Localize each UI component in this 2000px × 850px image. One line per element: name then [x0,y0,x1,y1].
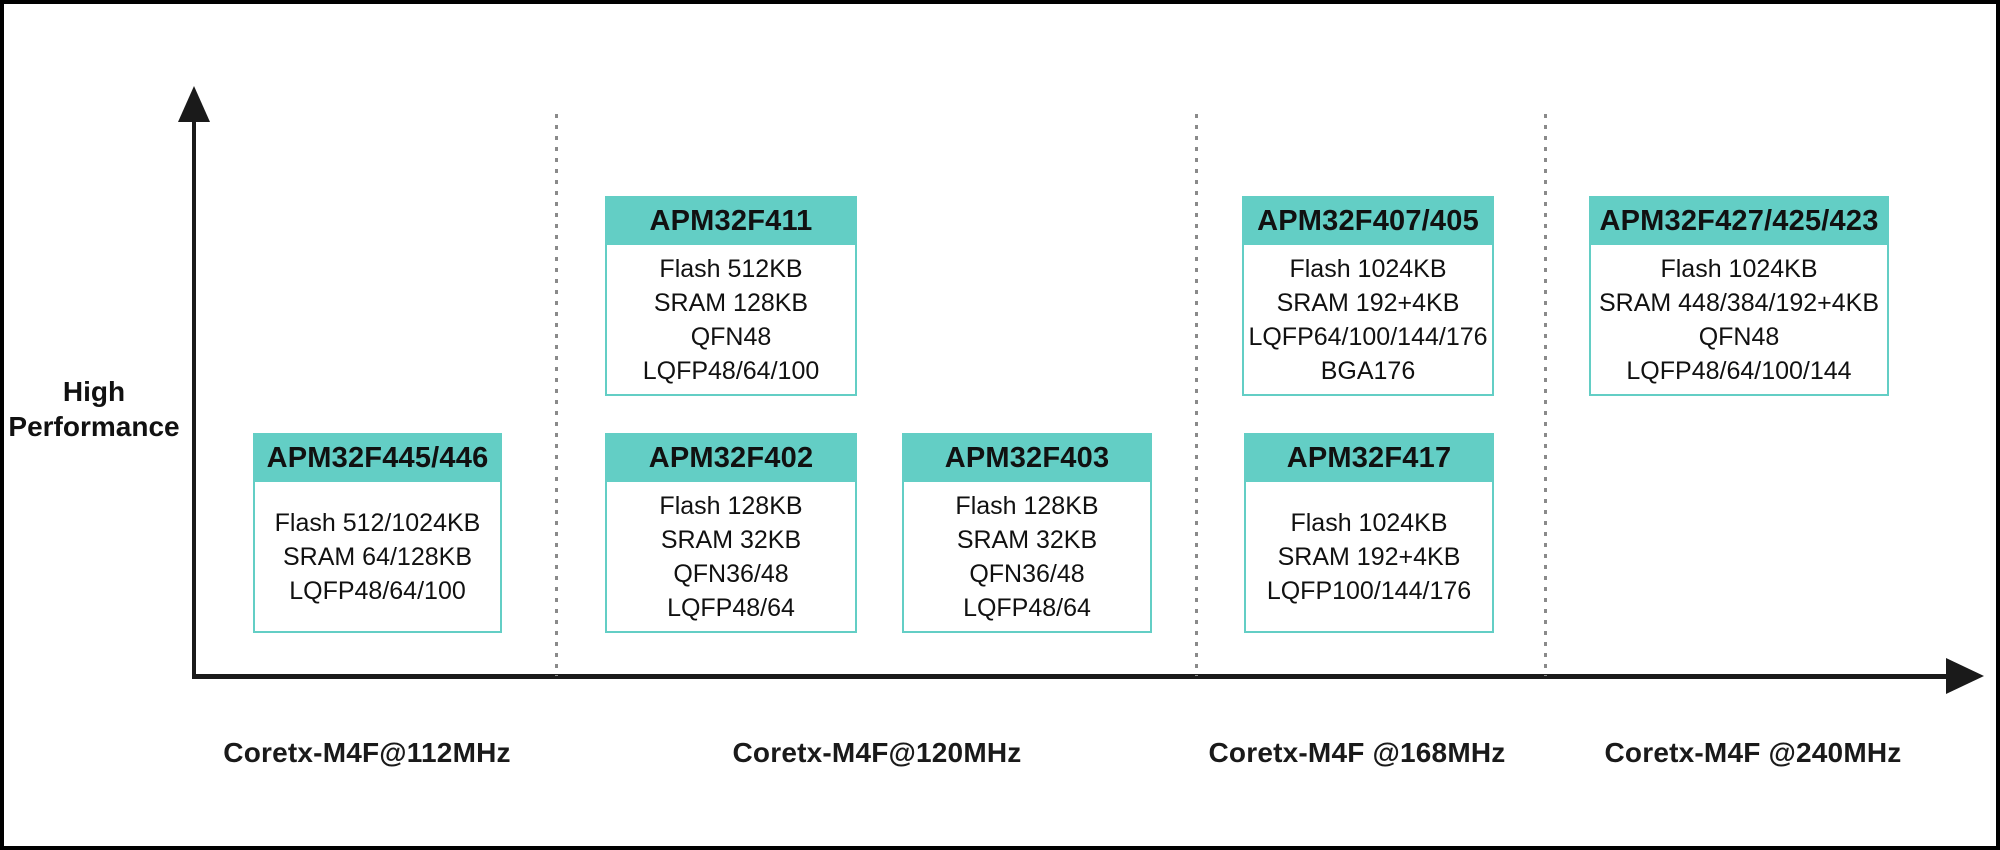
column-separator-2 [1195,114,1198,676]
x-axis-label-168mhz: Coretx-M4F @168MHz [1208,737,1506,768]
product-box-specs: Flash 512/1024KB SRAM 64/128KB LQFP48/64… [255,482,500,631]
product-box-title: APM32F445/446 [255,435,500,482]
product-box-title: APM32F417 [1246,435,1492,482]
x-axis-label-240mhz: Coretx-M4F @240MHz [1604,737,1902,768]
spec-line: BGA176 [1320,356,1416,385]
spec-line: LQFP48/64 [963,593,1091,622]
y-axis-line [192,116,196,678]
spec-line: LQFP100/144/176 [1266,576,1472,605]
spec-line: LQFP64/100/144/176 [1248,322,1488,351]
product-box-apm32f417: APM32F417 Flash 1024KB SRAM 192+4KB LQFP… [1244,433,1494,633]
product-box-apm32f427-425-423: APM32F427/425/423 Flash 1024KB SRAM 448/… [1589,196,1889,396]
product-box-apm32f445-446: APM32F445/446 Flash 512/1024KB SRAM 64/1… [253,433,502,633]
spec-line: Flash 512KB [659,254,803,283]
column-separator-3 [1544,114,1547,676]
x-axis-line [192,674,1948,679]
y-axis-arrowhead-icon [178,86,210,122]
spec-line: SRAM 448/384/192+4KB [1598,288,1880,317]
product-box-apm32f407-405: APM32F407/405 Flash 1024KB SRAM 192+4KB … [1242,196,1494,396]
spec-line: LQFP48/64/100 [289,576,466,605]
column-separator-1 [555,114,558,676]
spec-line: LQFP48/64 [667,593,795,622]
product-box-title: APM32F407/405 [1244,198,1492,245]
spec-line: Flash 512/1024KB [274,508,481,537]
spec-line: QFN36/48 [673,559,789,588]
product-box-title: APM32F427/425/423 [1591,198,1887,245]
spec-line: SRAM 192+4KB [1276,288,1460,317]
spec-line: QFN48 [690,322,772,351]
spec-line: Flash 1024KB [1290,508,1448,537]
spec-line: Flash 1024KB [1660,254,1818,283]
y-axis-label: High Performance [8,376,180,442]
spec-line: LQFP48/64/100/144 [1626,356,1852,385]
product-box-specs: Flash 1024KB SRAM 448/384/192+4KB QFN48 … [1591,245,1887,394]
spec-line: SRAM 128KB [653,288,809,317]
product-box-apm32f402: APM32F402 Flash 128KB SRAM 32KB QFN36/48… [605,433,857,633]
product-box-specs: Flash 128KB SRAM 32KB QFN36/48 LQFP48/64 [904,482,1150,631]
product-box-title: APM32F402 [607,435,855,482]
spec-line: SRAM 32KB [956,525,1098,554]
product-box-specs: Flash 1024KB SRAM 192+4KB LQFP100/144/17… [1246,482,1492,631]
spec-line: SRAM 192+4KB [1277,542,1461,571]
product-box-apm32f411: APM32F411 Flash 512KB SRAM 128KB QFN48 L… [605,196,857,396]
spec-line: SRAM 32KB [660,525,802,554]
product-box-specs: Flash 1024KB SRAM 192+4KB LQFP64/100/144… [1244,245,1492,394]
product-box-specs: Flash 512KB SRAM 128KB QFN48 LQFP48/64/1… [607,245,855,394]
product-box-title: APM32F403 [904,435,1150,482]
x-axis-arrowhead-icon [1946,658,1984,694]
product-box-apm32f403: APM32F403 Flash 128KB SRAM 32KB QFN36/48… [902,433,1152,633]
product-box-specs: Flash 128KB SRAM 32KB QFN36/48 LQFP48/64 [607,482,855,631]
x-axis-label-120mhz: Coretx-M4F@120MHz [732,737,1022,768]
product-box-title: APM32F411 [607,198,855,245]
x-axis-label-112mhz: Coretx-M4F@112MHz [223,737,511,768]
spec-line: SRAM 64/128KB [283,542,472,571]
spec-line: QFN36/48 [969,559,1085,588]
spec-line: LQFP48/64/100 [642,356,820,385]
spec-line: QFN48 [1698,322,1780,351]
spec-line: Flash 128KB [659,491,803,520]
spec-line: Flash 1024KB [1289,254,1447,283]
spec-line: Flash 128KB [955,491,1099,520]
